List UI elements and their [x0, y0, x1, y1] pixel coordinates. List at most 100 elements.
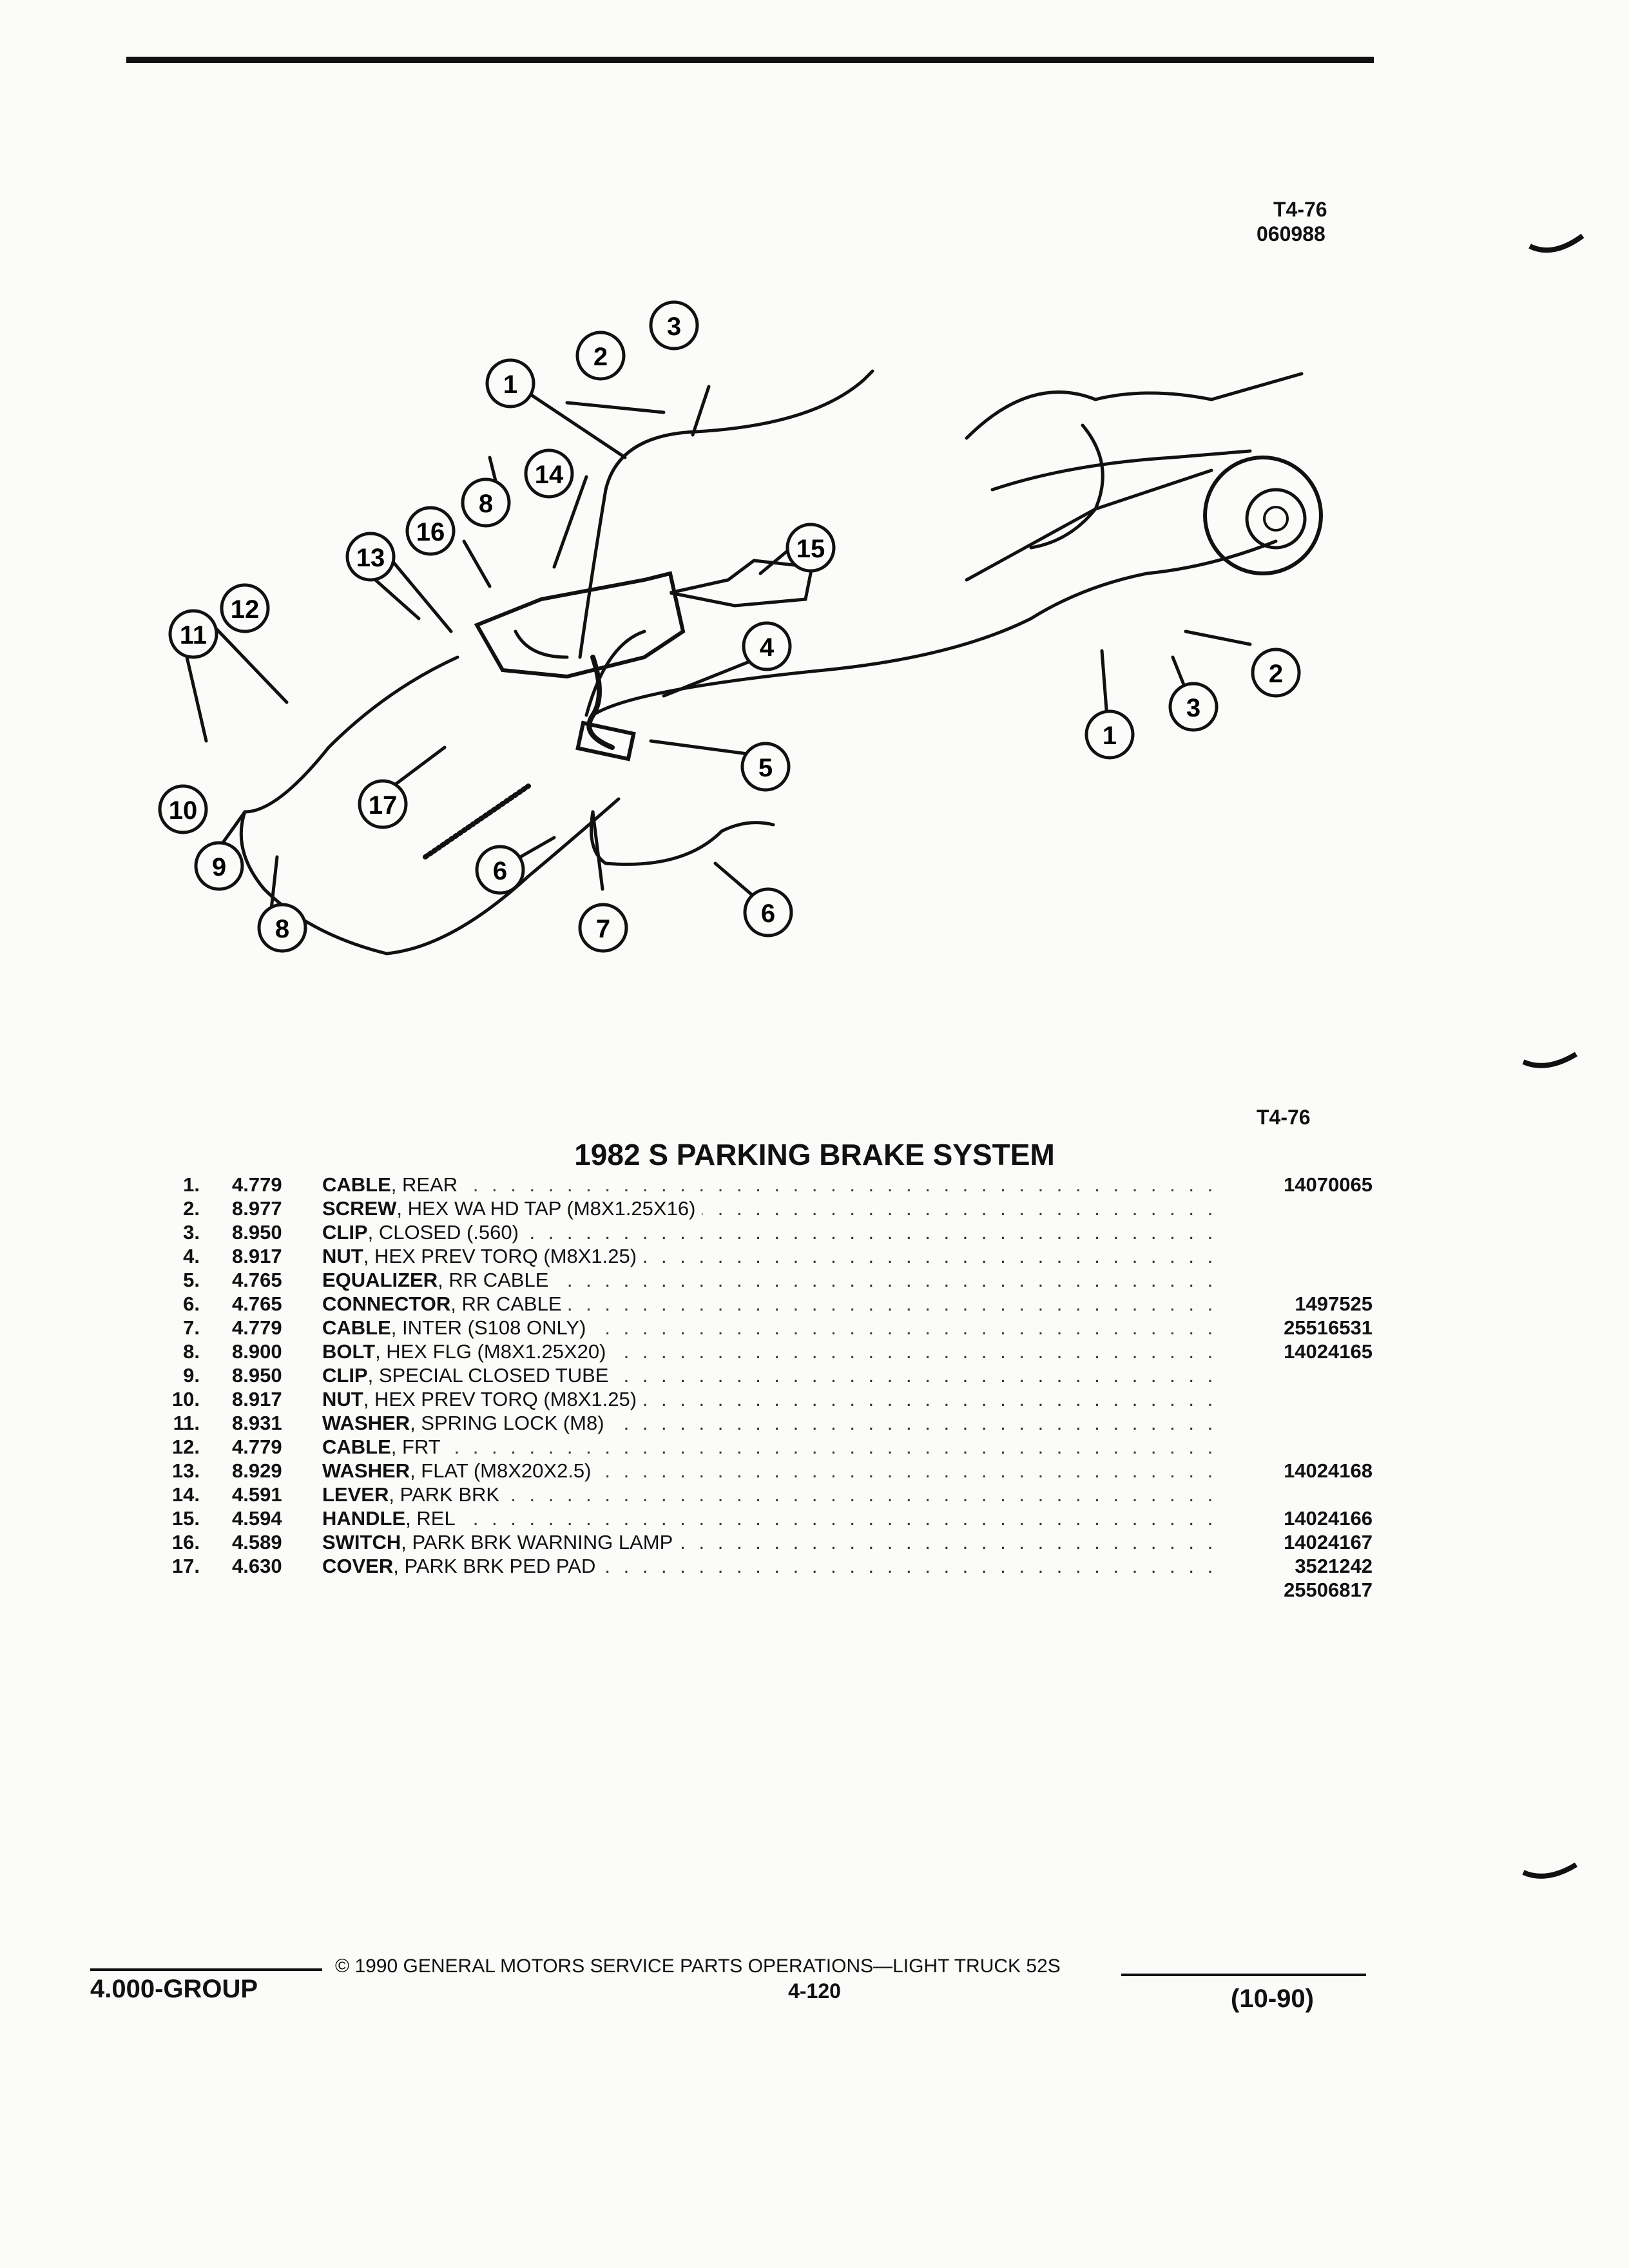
part-description: LEVER, PARK BRK — [322, 1483, 506, 1506]
part-detail: , HEX WA HD TAP (M8X1.25X16) — [396, 1197, 696, 1220]
part-description: NUT, HEX PREV TORQ (M8X1.25) — [322, 1244, 644, 1268]
part-description: CABLE, INTER (S108 ONLY) — [322, 1316, 593, 1340]
svg-text:5: 5 — [758, 754, 773, 782]
svg-text:7: 7 — [596, 915, 610, 943]
part-number-index: 9. — [183, 1364, 200, 1387]
illustration-date-code: 060988 — [1257, 222, 1325, 245]
binder-mark-icon — [1522, 1052, 1578, 1068]
part-detail: , PARK BRK PED PAD — [393, 1555, 596, 1577]
callout-15: 15 — [786, 523, 836, 573]
part-number-index: 1. — [183, 1173, 200, 1196]
svg-text:11: 11 — [180, 621, 207, 649]
parts-list: . . . . . . . . . . . . . . . . . . . . … — [161, 1173, 1373, 1602]
parts-list-row: . . . . . . . . . . . . . . . . . . . . … — [161, 1340, 1373, 1363]
callout-6: 6 — [475, 845, 525, 895]
svg-text:4: 4 — [760, 633, 775, 662]
part-name: CABLE — [322, 1173, 391, 1196]
svg-text:6: 6 — [493, 857, 507, 885]
part-name: NUT — [322, 1388, 363, 1410]
svg-text:8: 8 — [275, 915, 289, 943]
callout-7: 7 — [578, 903, 628, 953]
group-number: 8.931 — [232, 1412, 282, 1434]
part-name: CABLE — [322, 1316, 391, 1339]
part-detail: , FRT — [390, 1436, 441, 1458]
part-description: CLIP, CLOSED (.560) — [322, 1220, 525, 1244]
part-number-index: 6. — [183, 1293, 200, 1315]
group-number: 4.630 — [232, 1555, 282, 1577]
footer-date: (10-90) — [1231, 1984, 1314, 2013]
part-number-index: 12. — [171, 1436, 200, 1458]
part-name: HANDLE — [322, 1507, 406, 1530]
parts-list-row: . . . . . . . . . . . . . . . . . . . . … — [161, 1196, 1373, 1220]
group-number: 4.765 — [232, 1269, 282, 1291]
parts-list-row: . . . . . . . . . . . . . . . . . . . . … — [161, 1268, 1373, 1292]
group-number: 8.950 — [232, 1364, 282, 1387]
callout-13: 13 — [345, 532, 396, 582]
part-description: COVER, PARK BRK PED PAD — [322, 1554, 602, 1578]
part-detail: , REL — [405, 1507, 456, 1530]
group-number: 4.591 — [232, 1483, 282, 1506]
page-title: 1982 S PARKING BRAKE SYSTEM — [574, 1138, 1055, 1171]
callout-10: 10 — [158, 784, 208, 834]
part-number-index: 16. — [171, 1531, 200, 1553]
callout-8: 8 — [461, 477, 511, 528]
part-number-index: 7. — [183, 1316, 200, 1339]
leader-dots: . . . . . . . . . . . . . . . . . . . . … — [322, 1173, 1224, 1196]
binder-mark-icon — [1522, 1862, 1578, 1879]
part-name: CLIP — [322, 1221, 368, 1244]
callout-14: 14 — [524, 448, 574, 499]
binder-mark-icon — [1528, 233, 1585, 253]
part-number: 14024165 — [1284, 1340, 1373, 1363]
leader-dots: . . . . . . . . . . . . . . . . . . . . … — [322, 1507, 1224, 1530]
part-number: 14024167 — [1284, 1531, 1373, 1553]
svg-text:17: 17 — [369, 791, 398, 820]
parts-list-row: . . . . . . . . . . . . . . . . . . . . … — [161, 1292, 1373, 1316]
part-name: WASHER — [322, 1459, 410, 1482]
part-number-index: 4. — [183, 1245, 200, 1267]
part-name: WASHER — [322, 1412, 410, 1434]
parts-list-row: . . . . . . . . . . . . . . . . . . . . … — [161, 1554, 1373, 1578]
part-number-index: 10. — [171, 1388, 200, 1410]
part-description: CLIP, SPECIAL CLOSED TUBE — [322, 1363, 615, 1387]
group-number: 8.917 — [232, 1388, 282, 1410]
part-description: BOLT, HEX FLG (M8X1.25X20) — [322, 1340, 613, 1363]
part-detail: , CLOSED (.560) — [367, 1221, 519, 1244]
callout-4: 4 — [742, 621, 792, 671]
figure-reference: T4-76 — [1257, 1106, 1311, 1129]
svg-text:15: 15 — [796, 535, 825, 563]
svg-text:2: 2 — [593, 343, 608, 371]
parts-list-row: . . . . . . . . . . . . . . . . . . . . … — [161, 1435, 1373, 1459]
callout-1b: 1 — [1084, 709, 1135, 760]
parts-list-row: . . . . . . . . . . . . . . . . . . . . … — [161, 1483, 1373, 1506]
part-detail: , PARK BRK WARNING LAMP — [401, 1531, 673, 1553]
callout-8b: 8 — [257, 903, 307, 953]
svg-text:8: 8 — [479, 490, 493, 518]
part-number: 1497525 — [1295, 1293, 1373, 1315]
part-description: CONNECTOR, RR CABLE — [322, 1292, 568, 1316]
part-number-index: 14. — [171, 1483, 200, 1506]
part-number: 25506817 — [1284, 1579, 1373, 1601]
part-number: 14024168 — [1284, 1459, 1373, 1482]
part-number-index: 13. — [171, 1459, 200, 1482]
part-number: 3521242 — [1295, 1555, 1373, 1577]
part-number: 14070065 — [1284, 1173, 1373, 1196]
page-number: 4-120 — [788, 1979, 841, 2003]
svg-text:3: 3 — [667, 312, 681, 341]
part-name: CABLE — [322, 1436, 391, 1458]
svg-text:6: 6 — [761, 899, 775, 928]
parts-list-row: . . . . . . . . . . . . . . . . . . . . … — [161, 1411, 1373, 1435]
leader-dots: . . . . . . . . . . . . . . . . . . . . … — [322, 1436, 1224, 1458]
callout-3: 3 — [649, 300, 699, 351]
svg-text:3: 3 — [1186, 694, 1200, 722]
group-number: 8.917 — [232, 1245, 282, 1267]
part-description: SWITCH, PARK BRK WARNING LAMP — [322, 1530, 680, 1554]
part-detail: , FLAT (M8X20X2.5) — [410, 1459, 592, 1482]
part-name: SCREW — [322, 1197, 397, 1220]
parts-list-row: . . . . . . . . . . . . . . . . . . . . … — [161, 1244, 1373, 1268]
part-name: COVER — [322, 1555, 394, 1577]
part-number-index: 5. — [183, 1269, 200, 1291]
callout-11: 11 — [168, 609, 218, 659]
callout-6b: 6 — [743, 887, 793, 937]
part-number-index: 3. — [183, 1221, 200, 1244]
part-name: CLIP — [322, 1364, 368, 1387]
